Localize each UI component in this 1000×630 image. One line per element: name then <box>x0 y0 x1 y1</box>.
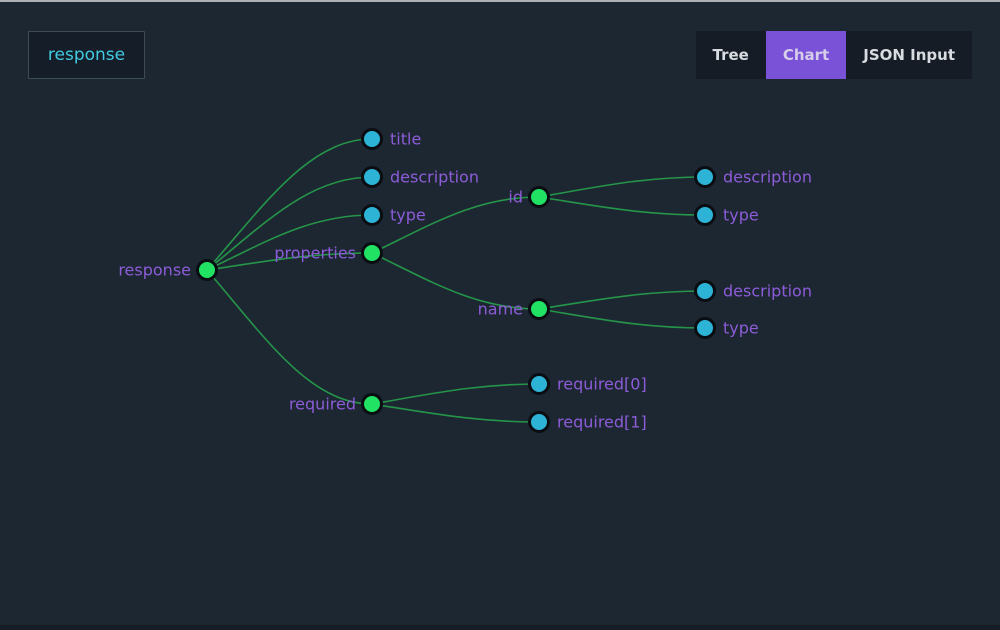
tree-node-label-properties.name.type: type <box>723 319 759 338</box>
tree-node-properties.id.type[interactable] <box>694 204 716 226</box>
tree-node-label-required: required <box>289 395 356 414</box>
tree-node-label-description: description <box>390 168 479 187</box>
tree-node-label-required.0: required[0] <box>557 375 647 394</box>
tree-edge <box>538 176 706 198</box>
tree-node-title[interactable] <box>361 128 383 150</box>
tree-node-required[interactable] <box>361 393 383 415</box>
tree-node-properties.name.description[interactable] <box>694 280 716 302</box>
tree-edge <box>206 138 373 271</box>
tree-node-description[interactable] <box>361 166 383 188</box>
tree-node-label-properties.id: id <box>508 188 523 207</box>
tree-node-label-response: response <box>118 261 191 280</box>
tree-node-label-properties: properties <box>274 244 356 263</box>
tree-node-label-properties.name.description: description <box>723 282 812 301</box>
tree-node-label-properties.name: name <box>478 300 523 319</box>
window-top-edge <box>0 0 1000 2</box>
window-bottom-edge <box>0 625 1000 630</box>
tree-edge <box>538 308 706 329</box>
tree-node-response[interactable] <box>196 259 218 281</box>
tab-chart[interactable]: Chart <box>765 31 847 79</box>
tree-edge <box>206 176 373 271</box>
tree-node-label-title: title <box>390 130 421 149</box>
tree-edge <box>206 214 373 271</box>
tree-node-required.1[interactable] <box>528 411 550 433</box>
tree-edge <box>206 252 373 271</box>
tree-node-label-properties.id.type: type <box>723 206 759 225</box>
tree-edge <box>538 290 706 310</box>
view-tabs: Tree Chart JSON Input <box>695 31 972 79</box>
tree-edge <box>371 383 540 405</box>
tree-edge <box>371 403 540 423</box>
tree-edge <box>371 252 540 310</box>
tree-node-properties.name.type[interactable] <box>694 317 716 339</box>
tree-node-required.0[interactable] <box>528 373 550 395</box>
tab-tree[interactable]: Tree <box>695 31 766 79</box>
tree-node-properties.name[interactable] <box>528 298 550 320</box>
tree-node-label-required.1: required[1] <box>557 413 647 432</box>
tree-edge <box>538 196 706 216</box>
tree-node-label-properties.id.description: description <box>723 168 812 187</box>
tree-node-type[interactable] <box>361 204 383 226</box>
tree-node-properties.id[interactable] <box>528 186 550 208</box>
tab-json-input[interactable]: JSON Input <box>846 31 972 79</box>
tree-node-label-type: type <box>390 206 426 225</box>
root-node-button[interactable]: response <box>28 31 145 79</box>
tree-edge <box>371 196 540 254</box>
tree-node-properties.id.description[interactable] <box>694 166 716 188</box>
tree-node-properties[interactable] <box>361 242 383 264</box>
tree-edge <box>206 269 373 405</box>
